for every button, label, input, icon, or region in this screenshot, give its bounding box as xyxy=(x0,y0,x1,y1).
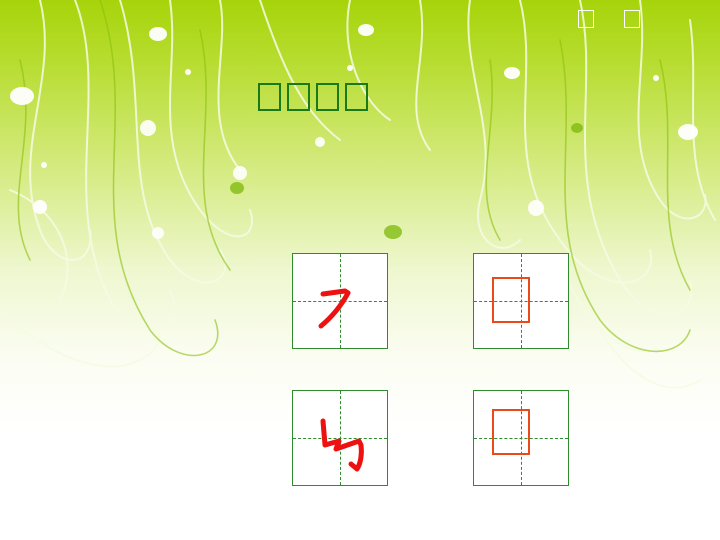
top-right-glyphs xyxy=(578,10,640,28)
title-glyph xyxy=(258,83,281,111)
shu-zhe-zhe-gou-stroke xyxy=(320,418,364,472)
grid-vertical-guide xyxy=(521,391,522,485)
title-glyph xyxy=(316,83,339,111)
corner-glyph xyxy=(624,10,640,28)
missing-glyph xyxy=(492,277,530,323)
grid-vertical-guide xyxy=(340,391,341,485)
page-title xyxy=(258,83,368,111)
heng-zhe-pie-stroke xyxy=(318,288,351,329)
character-cell-2 xyxy=(473,390,569,486)
character-cell-1 xyxy=(473,253,569,349)
grid-vertical-guide xyxy=(521,254,522,348)
title-glyph xyxy=(345,83,368,111)
title-glyph xyxy=(287,83,310,111)
stroke-shu-zhe-zhe-gou-cell xyxy=(292,390,388,486)
stroke-heng-zhe-pie-cell xyxy=(292,253,388,349)
missing-glyph xyxy=(492,409,530,455)
corner-glyph xyxy=(578,10,594,28)
